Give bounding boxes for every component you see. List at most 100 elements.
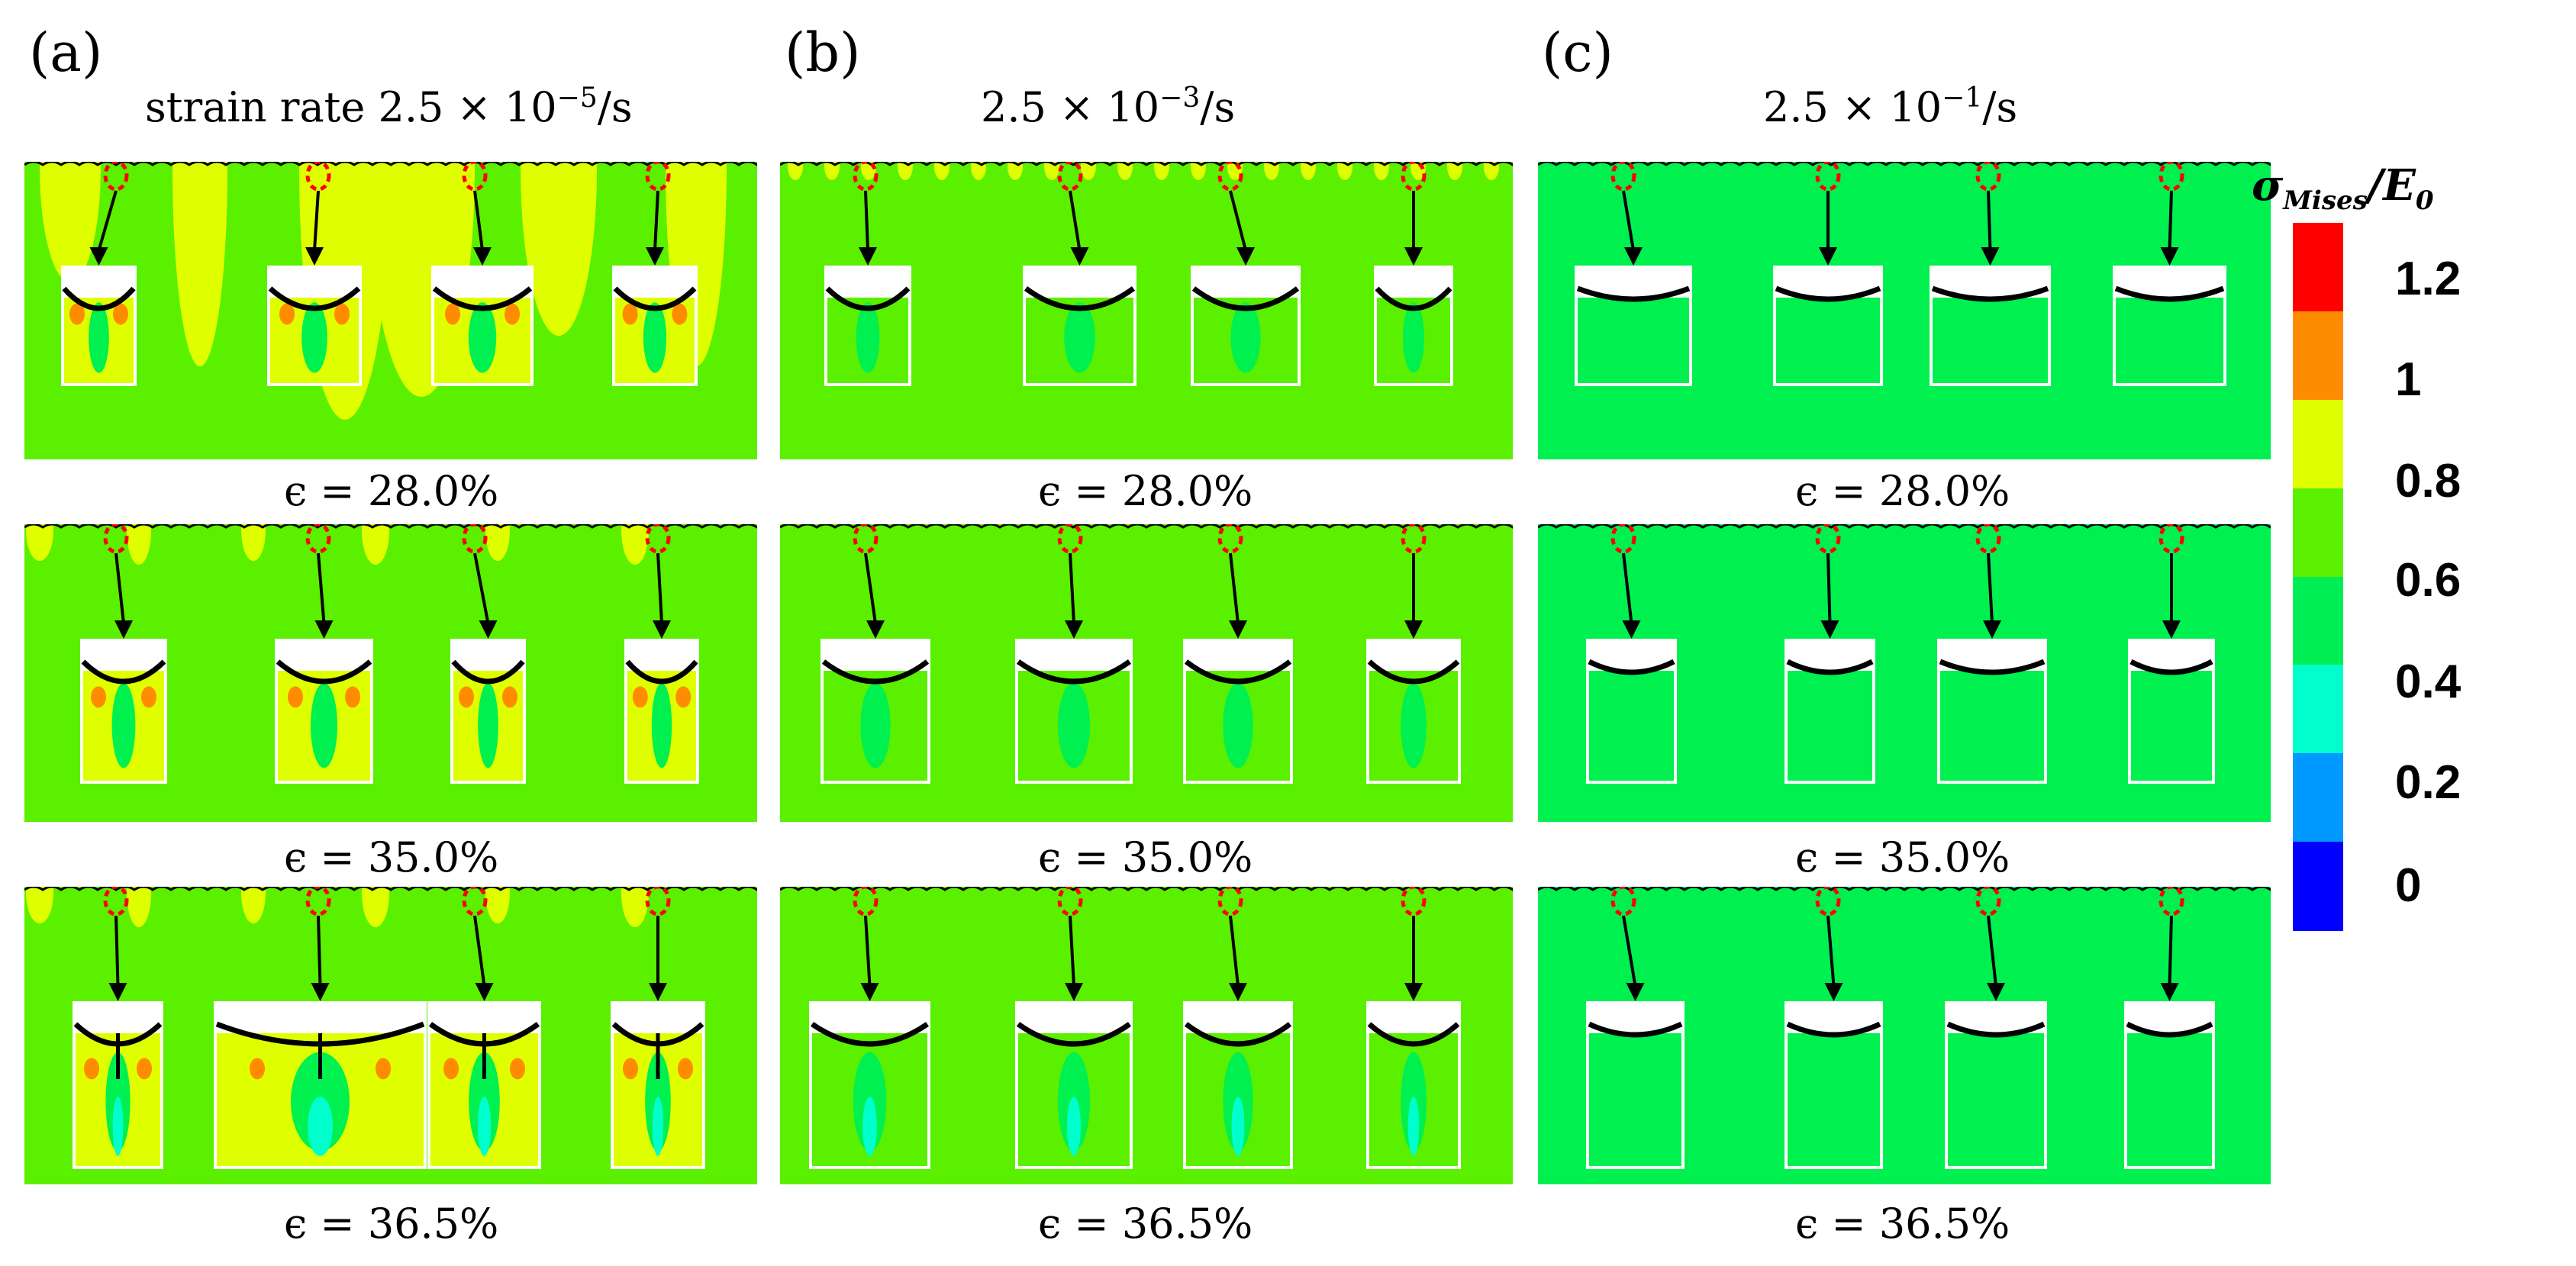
crack-marker [1610,887,1636,916]
inset-top-void [614,1004,702,1033]
rate-unit: /s [1200,83,1236,131]
inset-high-stress [672,303,688,325]
inset-top-void [83,642,164,671]
inset-top-void [1186,1004,1290,1033]
arrow-head [89,247,108,266]
contour-panel-c2 [1538,524,2271,822]
inset-cyan-region [1067,1097,1081,1156]
notch-profile [1588,659,1675,675]
yellow-stress-region [485,887,510,923]
surface-line [1538,524,2271,529]
inset-high-stress [250,1058,265,1080]
strain-label-c2: ϵ = 35.0% [1795,833,2010,881]
contour-plot [24,162,757,459]
inset-top-void [615,269,695,298]
arrow-head [866,620,885,639]
notch-profile [268,286,361,311]
arrow-head [1819,247,1837,266]
inset-top-void [1018,642,1130,671]
inset-low-stress [478,682,498,768]
inset-cyan-region [1231,1097,1245,1156]
crack-marker [2158,162,2184,192]
colorbar-band [2293,842,2343,931]
rate-exp: −5 [556,82,598,114]
yellow-stress-region [824,162,840,180]
arrow-shaft [1229,190,1247,251]
inset-high-stress [376,1058,391,1080]
crack-marker [645,162,671,192]
arrow-shaft [1229,915,1240,987]
arrow-shaft [114,552,125,624]
surface-line [780,162,1513,166]
inset-top-void [1018,1004,1130,1033]
yellow-stress-region [485,524,510,561]
notch-profile [625,659,698,685]
notch-profile [2129,659,2213,675]
panel-a-label: (a) [29,21,103,84]
contour-plot [780,524,1513,822]
yellow-stress-region [362,524,389,565]
yellow-stress-region [1337,162,1352,180]
inset-low-stress [860,682,891,768]
inset-high-stress [459,686,474,708]
inset-low-stress [651,682,672,768]
surface-line [1538,162,2271,166]
inset-high-stress [622,303,638,325]
crack-marker [1217,162,1243,192]
yellow-stress-region [26,524,53,561]
notch-profile [1024,286,1136,311]
crack-marker [1610,162,1636,192]
crack-marker [645,887,671,916]
yellow-stress-region [971,162,986,180]
notch-profile [1786,659,1874,675]
inset-top-void [1369,642,1458,671]
yellow-stress-region [1301,162,1316,180]
crack-marker [103,524,129,554]
notch-profile [821,659,930,685]
yellow-stress-region [898,162,913,180]
notch-profile [1184,659,1292,685]
inset-low-stress [89,302,109,373]
contour-panel-c1 [1538,162,2271,459]
crack-marker [1217,887,1243,916]
arrow-head [311,983,330,1001]
inset-top-void [217,1004,424,1033]
arrow-head [860,983,879,1001]
arrow-shaft [1622,190,1635,251]
notch-profile [1367,659,1460,685]
inset-high-stress [141,686,156,708]
crack-marker [1057,887,1083,916]
yellow-stress-region [127,524,151,565]
arrow-shaft [2168,915,2173,987]
inset-high-stress [632,686,648,708]
yellow-stress-region [1484,162,1499,180]
inset-low-stress [1223,682,1253,768]
yellow-stress-region [621,524,649,565]
crack-marker [103,887,129,916]
arrow-shaft [864,190,869,251]
arrow-head [1987,983,2005,1001]
arrow-head [108,983,127,1001]
panel-b-label: (b) [785,21,861,84]
crack-marker [103,162,129,192]
inset-top-void [278,642,370,671]
colorbar-tick: 0 [2395,859,2422,912]
inset-high-stress [502,686,517,708]
inset-high-stress [84,1058,99,1080]
notch-profile [1939,659,2046,675]
arrow-head [2160,983,2179,1001]
rate-unit: /s [1982,83,2018,131]
arrow-head [2162,620,2181,639]
yellow-stress-region [1374,162,1389,180]
arrow-head [1404,620,1423,639]
arrow-shaft [1987,915,1997,987]
inset-high-stress [345,686,360,708]
arrow-shaft [1987,552,1994,624]
crack-marker [2158,887,2184,916]
arrow-shaft [317,552,326,624]
inset-cyan-region [862,1097,877,1156]
notch-profile [1576,285,1691,302]
rate-exp: −1 [1942,82,1983,114]
panel-c-label: (c) [1542,21,1614,84]
notch-profile [1016,1022,1132,1047]
